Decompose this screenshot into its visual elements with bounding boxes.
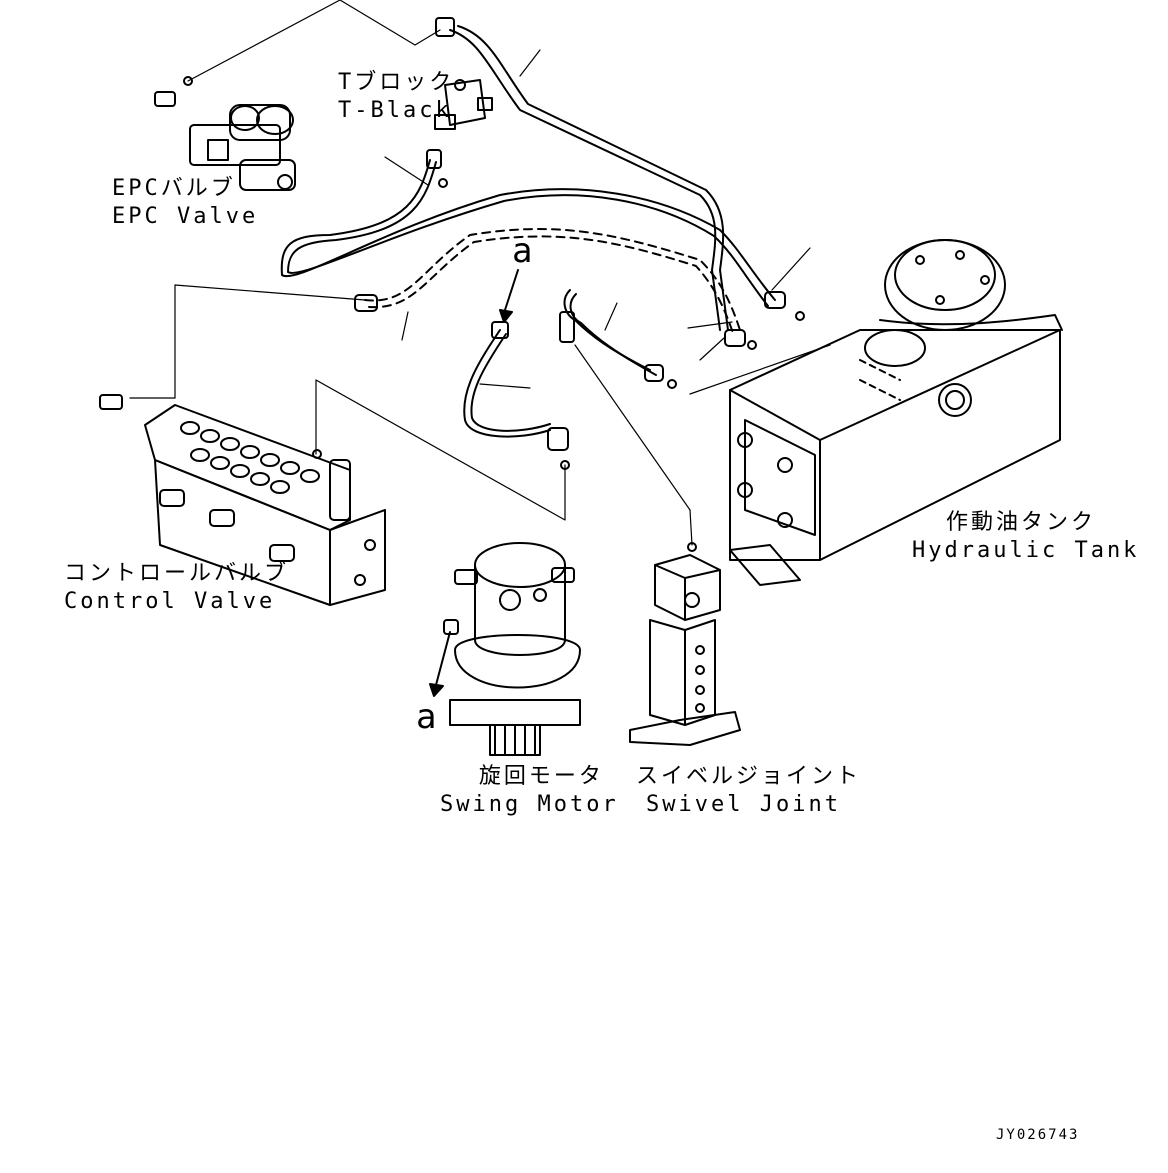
control-valve-drawing [99, 394, 386, 606]
control-valve-label-en: Control Valve [64, 589, 276, 614]
epc-valve-label-jp: EPCバルブ [112, 176, 236, 201]
epc-valve-label: EPCバルブ EPC Valve [112, 178, 258, 228]
drawing-code: JY026743 [996, 1127, 1080, 1143]
swing-motor-drawing [443, 542, 581, 756]
epc-valve-drawing [154, 91, 296, 191]
t-block-label-en: T-Black [338, 98, 452, 123]
hydraulic-tank-drawing [729, 239, 1063, 586]
swivel-joint-label-jp: スイベルジョイント [636, 764, 862, 789]
t-block-label-jp: Tブロック [338, 70, 455, 95]
hose-fittings [183, 17, 805, 552]
hose-lines [280, 25, 776, 438]
callout-a-bottom: a [416, 697, 437, 737]
swivel-joint-label-en: Swivel Joint [646, 792, 841, 817]
control-valve-label-jp: コントロールバルブ [64, 561, 290, 586]
callout-a-top: a [512, 231, 533, 271]
leader-lines [129, 0, 831, 546]
t-block-label: Tブロック T-Black [338, 72, 454, 122]
callout-arrows [429, 269, 519, 697]
control-valve-label: コントロールバルブ Control Valve [64, 563, 289, 613]
hydraulic-tank-label-en: Hydraulic Tank [912, 538, 1140, 563]
t-block-drawing [434, 79, 493, 130]
hydraulic-tank-label-jp: 作動油タンク [946, 510, 1097, 535]
swing-motor-label-jp: 旋回モータ [478, 764, 604, 789]
swing-motor-label-en: Swing Motor [440, 792, 619, 817]
hydraulic-tank-label: 作動油タンク Hydraulic Tank [912, 512, 1139, 562]
swing-motor-label: 旋回モータ Swing Motor [440, 766, 619, 816]
swivel-joint-drawing [629, 554, 741, 746]
swivel-joint-label: スイベルジョイント Swivel Joint [636, 766, 861, 816]
epc-valve-label-en: EPC Valve [112, 204, 259, 229]
